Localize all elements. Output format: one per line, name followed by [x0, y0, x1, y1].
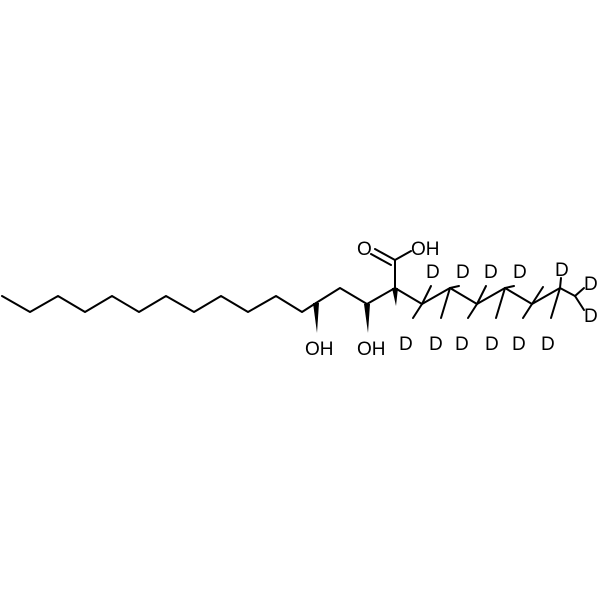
- atom-labels: O OH OH OH D D D D D D D D D D D D D: [305, 239, 598, 360]
- cd-bond: [467, 303, 478, 319]
- carbonyl-bond-2: [370, 253, 392, 266]
- carbonyl-oxygen-label: O: [357, 239, 372, 260]
- deuterium-label: D: [456, 262, 470, 283]
- hydroxyl-label: OH: [357, 339, 386, 360]
- cd-bond: [574, 287, 585, 297]
- deuterium-label: D: [541, 334, 555, 355]
- wedge-bond-c10-chain: [392, 288, 398, 306]
- wedge-bond-c13-oh: [313, 303, 319, 333]
- deuterium-label: D: [455, 334, 469, 355]
- cd-bond: [495, 287, 506, 319]
- hydroxyl-label: OH: [305, 339, 334, 360]
- deuterium-label: D: [513, 262, 527, 283]
- cd-bond: [476, 285, 487, 305]
- carboxyl-hydroxyl-label: OH: [411, 239, 440, 260]
- deuterium-label: D: [555, 260, 569, 281]
- deuterium-label: D: [584, 274, 598, 295]
- deuterium-label: D: [426, 262, 440, 283]
- cd-bond: [421, 285, 432, 305]
- deuterium-label: D: [512, 334, 526, 355]
- deuterium-label: D: [399, 334, 413, 355]
- cd-bond: [550, 287, 561, 319]
- wedge-bond-c11-oh: [364, 304, 370, 333]
- heptyl-chain-bond: [394, 287, 576, 305]
- carboxyl-oh-bond: [394, 250, 412, 261]
- deuterium-label: D: [485, 334, 499, 355]
- carbonyl-bond-1: [374, 248, 396, 261]
- cd-bond: [522, 303, 533, 319]
- cd-bond: [412, 303, 423, 319]
- backbone-bond: [315, 287, 396, 305]
- cd-bond: [559, 277, 562, 289]
- skeleton: [1, 248, 585, 319]
- wedge-bonds: [313, 288, 398, 333]
- deuterium-label: D: [429, 334, 443, 355]
- cd-bond: [504, 285, 515, 289]
- cd-bond: [531, 286, 544, 305]
- cd-bond: [440, 287, 451, 319]
- alkyl-chain-bond: [1, 295, 317, 313]
- cd-bond: [449, 285, 460, 289]
- deuterium-label: D: [484, 262, 498, 283]
- deuterium-label: D: [584, 306, 598, 327]
- cd-bond: [574, 295, 585, 311]
